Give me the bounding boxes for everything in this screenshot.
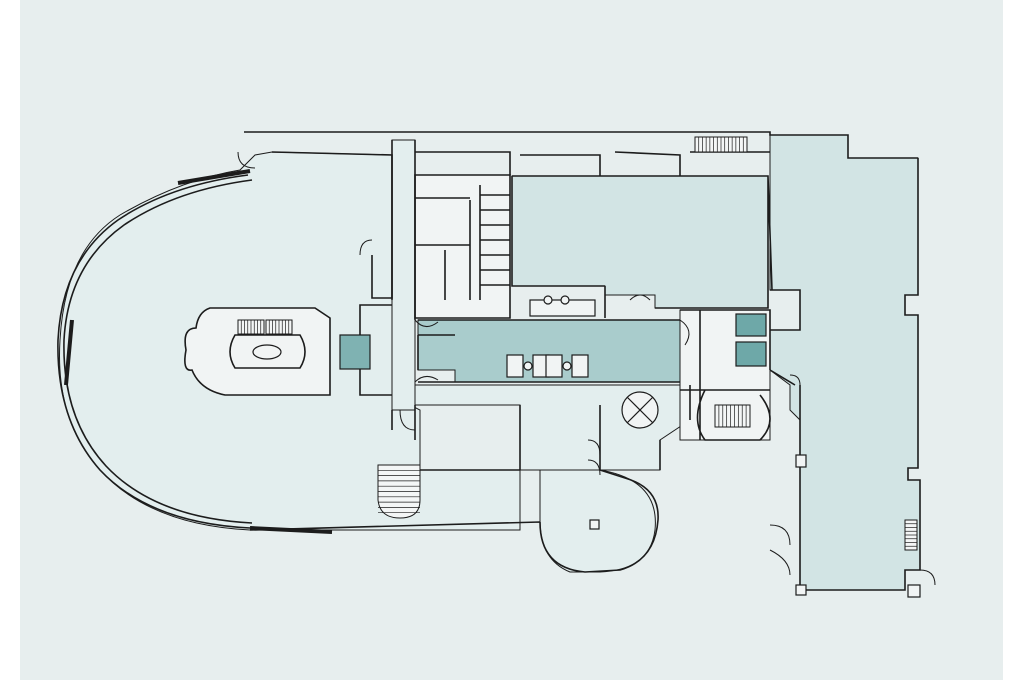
- stair-north-treads: [698, 137, 744, 152]
- door-east-wing: [789, 374, 801, 386]
- door-west-hall: [359, 239, 373, 256]
- rooms-layer: [59, 134, 921, 591]
- lobby-seat-4: [571, 354, 589, 378]
- door-foyer-2: [587, 459, 601, 476]
- elevator-east-2: [735, 341, 767, 367]
- stair-oval-east-treads: [268, 320, 290, 334]
- stair-east-exit-treads: [905, 523, 917, 547]
- door-corridor-2: [414, 376, 439, 383]
- wall-east: [800, 158, 921, 591]
- column-south: [589, 519, 600, 530]
- window-rotunda-2: [64, 319, 74, 386]
- wall-restrooms: [414, 174, 511, 319]
- doors-layer: [237, 151, 936, 586]
- door-east-2: [769, 549, 791, 576]
- room-restrooms: [414, 174, 511, 319]
- column-east-3: [907, 584, 921, 598]
- fixtures-layer: [252, 295, 921, 598]
- wall-rotunda-outer: [57, 174, 251, 529]
- desk-stool-1: [543, 295, 553, 305]
- wall-oval-inner: [229, 334, 306, 369]
- revolving-door-cross: [626, 396, 654, 424]
- stair-oval-west-treads: [240, 320, 262, 334]
- wall-north-rooms: [415, 151, 770, 176]
- window-rotunda-1: [177, 169, 251, 185]
- wall-lobby: [417, 319, 680, 383]
- stair-east-core-treads: [718, 405, 747, 427]
- desk-stool-2: [560, 295, 570, 305]
- door-great-room: [629, 294, 651, 301]
- stairs-layer: [237, 136, 918, 551]
- door-foyer-1: [587, 439, 601, 456]
- walls-layer: [57, 131, 921, 591]
- wall-east-core: [680, 309, 771, 441]
- column-east-1: [795, 454, 807, 468]
- door-rotunda-nw: [237, 151, 256, 169]
- wall-east-wing-inner: [769, 289, 801, 590]
- door-east-1: [769, 524, 791, 546]
- wall-great-room: [511, 175, 773, 318]
- elevator-west: [339, 334, 371, 370]
- window-south: [249, 526, 333, 534]
- wall-north: [244, 131, 918, 159]
- lobby-seat-1: [506, 354, 524, 378]
- lobby-seat-3: [545, 354, 563, 378]
- column-east-2: [795, 584, 807, 596]
- wall-oval-chamber: [184, 307, 331, 396]
- wall-south-foyer: [420, 385, 691, 471]
- door-east-exit: [919, 569, 936, 586]
- stair-spiral-south-treads: [378, 469, 420, 514]
- lobby-table-1: [523, 361, 533, 371]
- wall-south: [249, 469, 659, 573]
- door-corridor-1: [414, 319, 439, 327]
- door-lobby-east: [679, 319, 690, 346]
- wall-rotunda-inner: [63, 179, 253, 524]
- stair-east-core: [714, 404, 751, 428]
- room-central-corridor: [391, 139, 416, 411]
- oval-centerpiece: [252, 344, 282, 360]
- door-south-1: [399, 409, 416, 431]
- elevator-east-1: [735, 313, 767, 337]
- lobby-table-2: [562, 361, 572, 371]
- wall-stalls: [480, 194, 510, 286]
